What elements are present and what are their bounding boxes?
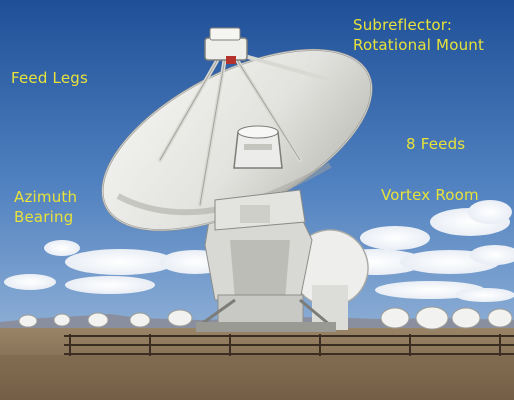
feed-horn [233,125,283,169]
label-feeds: 8 Feeds [406,135,466,153]
label-azimuth-bearing: Azimuth Bearing [14,188,78,226]
distant-antennas [18,306,513,330]
label-vortex-room: Vortex Room [381,186,479,204]
track-rails [64,334,514,356]
label-feed-legs: Feed Legs [11,69,89,87]
clouds [4,200,514,302]
subreflector [204,27,248,64]
azimuth-bearing [214,189,306,231]
label-subreflector: Subreflector: Rotational Mount [353,16,485,54]
antenna-mount [196,214,336,332]
